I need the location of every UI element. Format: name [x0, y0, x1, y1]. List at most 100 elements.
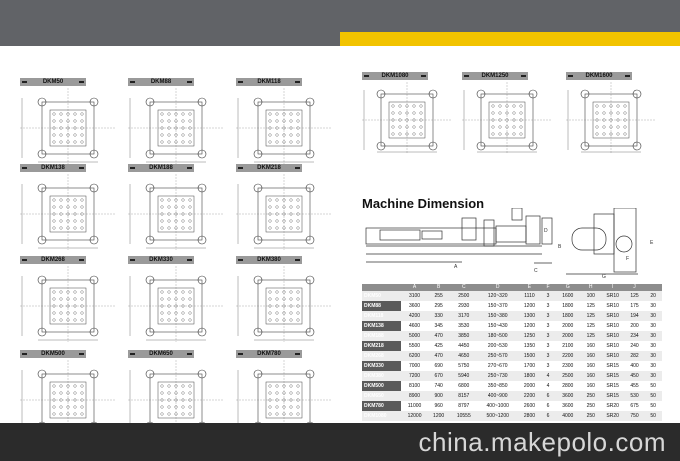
table-cell: 250 [580, 401, 601, 411]
table-cell: 50 [644, 411, 662, 421]
table-cell: 30 [644, 371, 662, 381]
table-cell: 400~900 [478, 391, 518, 401]
table-cell: 690 [427, 361, 450, 371]
table-cell: 3 [541, 361, 555, 371]
table-header-cell: I [600, 284, 625, 291]
table-cell: 1600 [554, 291, 581, 301]
table-cell: 3600 [554, 401, 581, 411]
table-cell: 30 [644, 341, 662, 351]
table-cell: 350~850 [478, 381, 518, 391]
table-cell: 4 [541, 371, 555, 381]
table-cell: SR15 [600, 361, 625, 371]
table-cell: 470 [427, 351, 450, 361]
svg-text:D: D [544, 228, 548, 234]
table-cell: 8100 [401, 381, 428, 391]
table-cell: SR10 [600, 351, 625, 361]
diagram-label: DKM780 [236, 350, 302, 358]
table-cell: 4 [541, 381, 555, 391]
table-cell: 125 [624, 291, 645, 301]
table-cell: 50 [644, 391, 662, 401]
table-cell: SR10 [600, 311, 625, 321]
table-cell: 125 [580, 311, 601, 321]
diagram-label: DKM1250 [462, 72, 528, 80]
table-cell: 180~500 [478, 331, 518, 341]
table-cell: SR15 [600, 381, 625, 391]
table-cell: 3600 [554, 391, 581, 401]
platen-drawing [566, 82, 656, 159]
table-cell: 330 [427, 311, 450, 321]
table-cell: 20 [644, 291, 662, 301]
table-header-cell [362, 284, 402, 291]
table-cell: 2100 [554, 341, 581, 351]
model-name-cell: DKM268 [362, 351, 402, 361]
table-cell: SR10 [600, 291, 625, 301]
table-cell: 194 [624, 311, 645, 321]
platen-drawing [236, 174, 332, 255]
table-cell: 1200 [517, 301, 542, 311]
table-cell: 8797 [449, 401, 479, 411]
diagram-label: DKM380 [236, 256, 302, 264]
table-cell: SR20 [600, 401, 625, 411]
table-cell: 5500 [401, 341, 428, 351]
table-cell: 3 [541, 351, 555, 361]
model-name-cell: DKM138 [362, 321, 402, 331]
table-cell: 345 [427, 321, 450, 331]
diagram-label: DKM138 [20, 164, 86, 172]
table-cell: SR10 [600, 321, 625, 331]
table-cell: 450 [624, 371, 645, 381]
table-cell: 2000 [554, 331, 581, 341]
diagram-label: DKM118 [236, 78, 302, 86]
model-name-cell: DKM118 [362, 311, 402, 321]
table-cell: 2500 [449, 291, 479, 301]
svg-text:B: B [558, 244, 562, 250]
table-cell: 6 [541, 401, 555, 411]
platen-drawing [20, 266, 116, 347]
watermark-text: china.makepolo.com [418, 427, 666, 457]
table-cell: SR20 [600, 411, 625, 421]
model-name-cell: DKM218 [362, 341, 402, 351]
diagram-label: DKM218 [236, 164, 302, 172]
diagram-label: DKM330 [128, 256, 194, 264]
table-cell: 30 [644, 331, 662, 341]
table-cell: 125 [580, 331, 601, 341]
table-cell: 455 [624, 381, 645, 391]
table-cell: 7200 [401, 371, 428, 381]
model-name-cell: DKM88 [362, 301, 402, 311]
table-cell: 50 [644, 381, 662, 391]
table-cell: 2200 [554, 351, 581, 361]
model-name-cell: DKM500 [362, 381, 402, 391]
table-header-cell: B [427, 284, 450, 291]
table-cell: 470 [427, 331, 450, 341]
table-cell: 1700 [517, 361, 542, 371]
table-cell: 1350 [517, 341, 542, 351]
footer-bar [0, 423, 680, 461]
table-cell: 270~670 [478, 361, 518, 371]
diagram-label: DKM188 [128, 164, 194, 172]
table-cell: 8900 [401, 391, 428, 401]
table-cell: 250 [580, 391, 601, 401]
table-cell: 2200 [517, 391, 542, 401]
table-cell: 500~1200 [478, 411, 518, 421]
table-cell: 4000 [554, 411, 581, 421]
model-name-cell: DKM780 [362, 401, 402, 411]
model-name-cell: DKM1080 [362, 411, 402, 421]
table-cell: 670 [427, 371, 450, 381]
platen-drawing [236, 266, 332, 347]
table-cell: 1200 [517, 321, 542, 331]
table-cell: 400~1000 [478, 401, 518, 411]
diagram-label: DKM1600 [566, 72, 632, 80]
table-cell: 530 [624, 391, 645, 401]
table-cell: 240 [624, 341, 645, 351]
table-cell: 4450 [449, 341, 479, 351]
diagram-label: DKM500 [20, 350, 86, 358]
table-cell: 125 [580, 321, 601, 331]
table-cell: 900 [427, 391, 450, 401]
platen-drawing [128, 88, 224, 169]
table-cell: 2500 [554, 371, 581, 381]
table-cell: 50 [644, 401, 662, 411]
table-cell: SR15 [600, 391, 625, 401]
